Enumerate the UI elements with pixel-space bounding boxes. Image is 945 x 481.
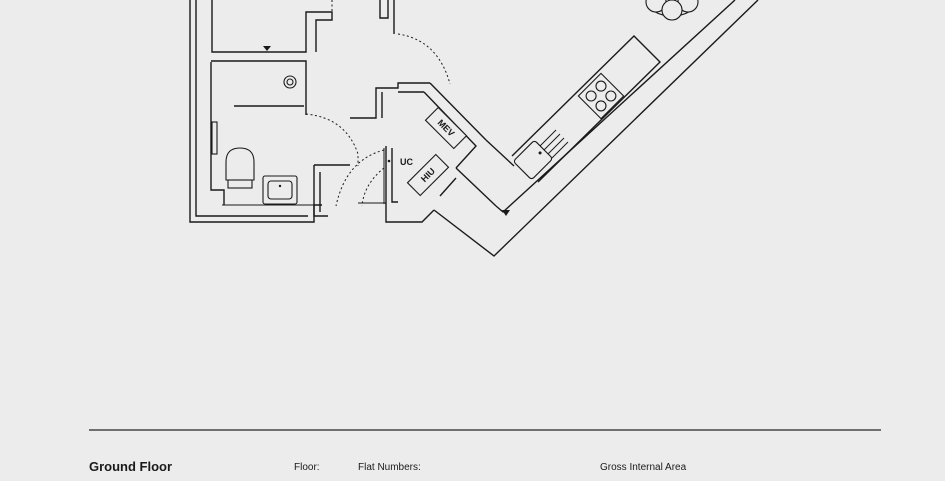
kitchen-fixtures [502,0,699,216]
kitchen-sink [513,140,553,180]
drainer [539,129,569,159]
floor-title: Ground Floor [89,459,173,474]
mev-unit: MEV [424,106,468,150]
wall-lines [189,0,759,257]
uc-label: UC [400,157,413,167]
hiu-unit: HIU [406,153,450,197]
dining-table [645,0,699,21]
footer-divider [89,429,881,431]
gross-internal-area-label: Gross Internal Area [600,462,687,473]
toilet [225,147,255,181]
towel-rail [211,121,218,155]
floor-field-label: Floor: [294,462,320,473]
bathroom-fixtures [211,46,298,205]
shower-drain-marker [263,46,271,51]
kitchen-marker [502,210,510,216]
floor-plan: MEV HIU UC [189,0,759,257]
hob [577,72,625,120]
door-swings [305,0,451,207]
flat-numbers-label: Flat Numbers: [358,462,421,473]
